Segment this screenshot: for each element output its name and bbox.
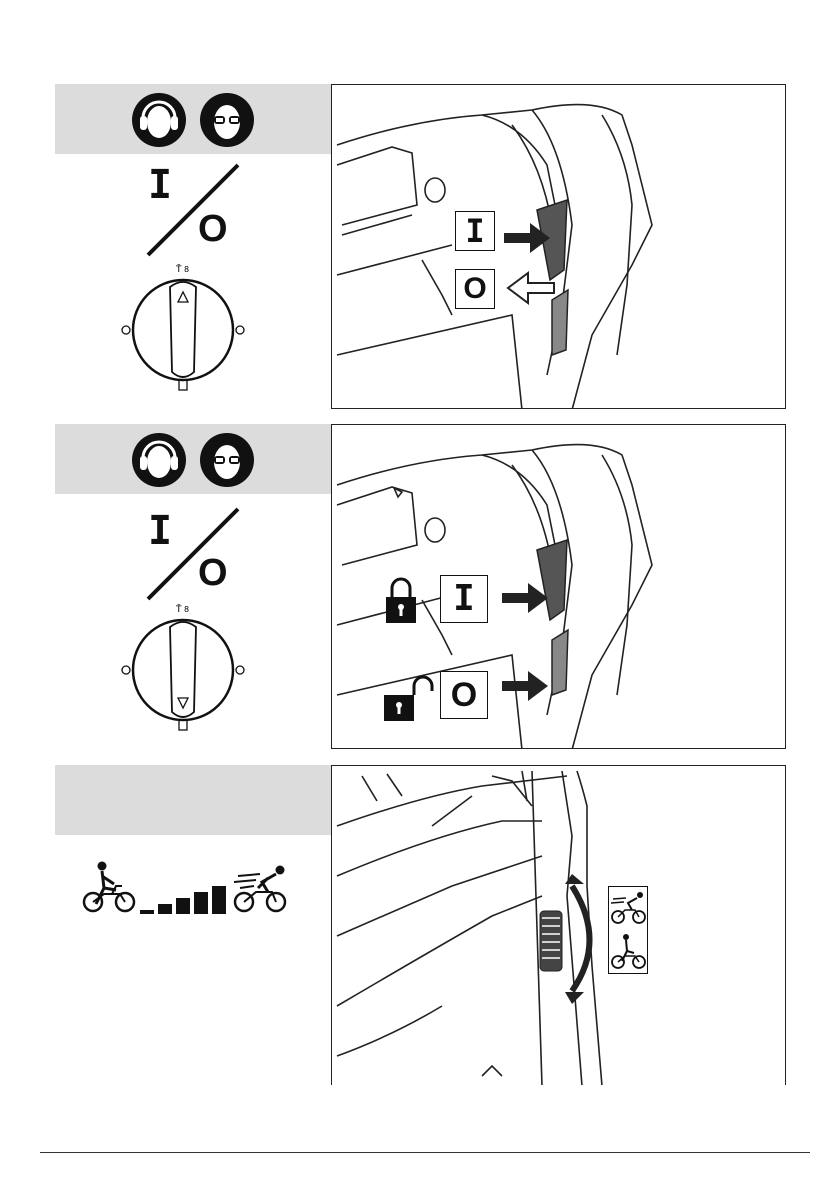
safety-band-1 bbox=[55, 84, 331, 154]
off-callout-label: O bbox=[451, 676, 477, 714]
mode-selector-dial-icon: T̄ 8 bbox=[118, 602, 248, 737]
mode-selector-dial-icon: T̄ 8 bbox=[118, 262, 248, 397]
speed-bars-icon bbox=[140, 884, 226, 914]
ear-protection-icon bbox=[131, 92, 187, 148]
switch-slash bbox=[140, 504, 250, 604]
cyclist-fast-icon bbox=[232, 862, 290, 914]
svg-text:T̄: T̄ bbox=[175, 603, 182, 615]
cyclist-slow-icon bbox=[82, 860, 136, 914]
svg-text:T̄: T̄ bbox=[175, 263, 182, 275]
unlock-icon bbox=[382, 673, 438, 723]
eye-protection-icon bbox=[199, 92, 255, 148]
on-callout-label: I bbox=[453, 578, 475, 619]
switch-slash bbox=[140, 160, 250, 260]
figure-speed-control bbox=[331, 765, 786, 1085]
lock-icon bbox=[384, 575, 418, 625]
ear-protection-icon bbox=[131, 432, 187, 488]
figure-switch-lock: I O bbox=[331, 424, 786, 749]
figure-switch-on-off: I O bbox=[331, 84, 786, 409]
safety-band-2 bbox=[55, 424, 331, 494]
speed-legend-box bbox=[608, 886, 648, 974]
switch-off-symbol: O bbox=[198, 552, 228, 595]
switch-off-symbol: O bbox=[198, 208, 228, 251]
off-callout-box: O bbox=[455, 269, 495, 309]
release-arrow-icon bbox=[506, 271, 556, 305]
on-callout-label: I bbox=[465, 212, 484, 250]
svg-text:8: 8 bbox=[184, 265, 189, 274]
footer-rule bbox=[40, 1152, 810, 1153]
eye-protection-icon bbox=[199, 432, 255, 488]
info-band-3 bbox=[55, 765, 331, 835]
push-arrow-icon bbox=[502, 221, 552, 255]
push-arrow-icon bbox=[500, 581, 550, 615]
push-arrow-icon bbox=[500, 669, 550, 703]
off-callout-box: O bbox=[440, 671, 488, 719]
off-callout-label: O bbox=[463, 272, 486, 305]
svg-text:8: 8 bbox=[184, 605, 189, 614]
cyclist-fast-icon bbox=[609, 887, 647, 973]
on-callout-box: I bbox=[440, 575, 488, 623]
on-callout-box: I bbox=[455, 211, 495, 251]
